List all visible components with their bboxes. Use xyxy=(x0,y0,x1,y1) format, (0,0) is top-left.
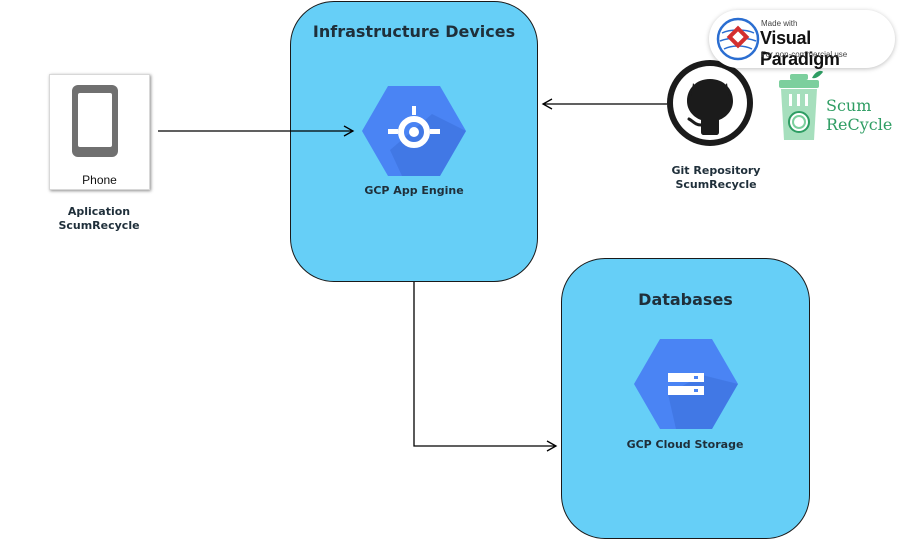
visual-paradigm-logo-icon xyxy=(716,17,760,61)
phone-label-line1: Aplication xyxy=(67,205,131,218)
scum-recycle-line2: ReCycle xyxy=(826,115,893,134)
git-repo-label-line2: ScumRecycle xyxy=(675,178,757,191)
recycle-bin-icon xyxy=(779,70,823,140)
phone-caption: Phone xyxy=(82,173,117,187)
infrastructure-devices-container[interactable]: Infrastructure Devices xyxy=(290,1,538,282)
databases-title: Databases xyxy=(638,290,733,309)
gcp-app-engine-label: GCP App Engine xyxy=(364,184,464,197)
edge-app-engine-to-storage[interactable] xyxy=(413,282,558,452)
visual-paradigm-watermark[interactable]: Made with Visual Paradigm For non-commer… xyxy=(709,10,895,69)
phone-icon xyxy=(72,85,118,157)
gcp-app-engine-icon[interactable] xyxy=(362,84,466,178)
phone-node[interactable]: Phone xyxy=(49,74,150,190)
infrastructure-devices-title: Infrastructure Devices xyxy=(312,22,516,41)
git-repo-label-line1: Git Repository xyxy=(671,164,761,177)
databases-container[interactable]: Databases xyxy=(561,258,810,539)
gcp-cloud-storage-label: GCP Cloud Storage xyxy=(626,438,744,451)
phone-label-line2: ScumRecycle xyxy=(58,219,140,232)
github-icon[interactable] xyxy=(666,59,754,147)
vp-note: For non-commercial use xyxy=(761,50,848,59)
vp-made-with: Made with xyxy=(761,19,798,28)
gcp-cloud-storage-icon[interactable] xyxy=(634,337,738,431)
scum-recycle-line1: Scum xyxy=(826,96,872,115)
vp-brand: Visual Paradigm xyxy=(760,28,840,69)
